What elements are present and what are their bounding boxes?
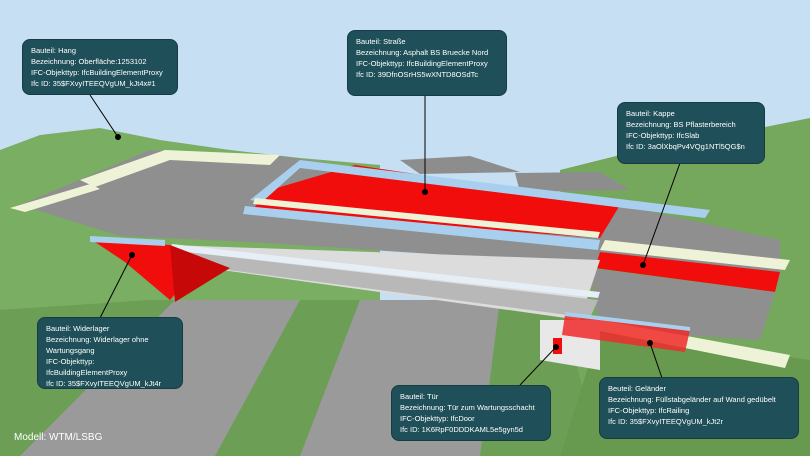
leader-tuer-dot <box>553 344 559 350</box>
hang-bauteil: Bauteil: Hang <box>31 46 77 55</box>
leader-gelaender <box>649 342 663 379</box>
curb-back-left <box>80 150 280 187</box>
pipe-back <box>250 160 710 218</box>
curb-right <box>600 240 790 270</box>
callout-kappe: Bauteil: Kappe Bezeichnung: BS Pflasterb… <box>617 102 765 164</box>
gelaender-bezeichnung: Bezeichnung: Füllstabgeländer auf Wand g… <box>608 395 776 404</box>
gelaender-typ: IFC-Objekttyp: IfcRailing <box>608 406 690 415</box>
kappe-bauteil: Bauteil: Kappe <box>626 109 675 118</box>
kappe-bezeichnung: Bezeichnung: BS Pflasterbereich <box>626 120 736 129</box>
widerlager-shadow <box>170 245 230 302</box>
widerlager-typ: IFC-Objekttyp: IfcBuildingElementProxy <box>46 357 128 377</box>
gelaender-highlight <box>562 315 690 352</box>
hang-id: Ifc ID: 35$FXvyITEEQVgUM_kJt4x#1 <box>31 79 156 88</box>
leader-kappe-dot <box>640 262 646 268</box>
road-far-right <box>515 172 630 192</box>
tuer-id: Ifc ID: 1K6RpF0DDDKAML5e5gyn5d <box>400 425 523 434</box>
deck-highlight <box>250 165 620 238</box>
widerlager-bezeichnung: Bezeichnung: Widerlager ohne Wartungsgan… <box>46 335 149 355</box>
railing-front <box>170 244 600 298</box>
strasse-typ: IFC-Objekttyp: IfcBuildingElementProxy <box>356 59 488 68</box>
railing-left <box>90 236 165 246</box>
curb-mid <box>253 198 600 238</box>
kappe-id: Ifc ID: 3aOlXbqPv4VQg1NTl5QG$n <box>626 142 745 151</box>
gelaender-top <box>565 312 690 331</box>
leader-strasse-dot <box>422 189 428 195</box>
tuer-typ: IFC-Objekttyp: IfcDoor <box>400 414 475 423</box>
tuer-bezeichnung: Bezeichnung: Tür zum Wartungsschacht <box>400 403 535 412</box>
callout-widerlager: Bauteil: Widerlager Bezeichnung: Widerla… <box>37 317 183 389</box>
model-credit: Modell: WTM/LSBG <box>14 432 103 443</box>
callout-strasse: Bauteil: Straße Bezeichnung: Asphalt BS … <box>347 30 507 96</box>
hang-bezeichnung: Bezeichnung: Oberfläche:1253102 <box>31 57 147 66</box>
callout-gelaender: Beuteil: Geländer Bezeichnung: Füllstabg… <box>599 377 799 439</box>
callout-hang: Bauteil: Hang Bezeichnung: Oberfläche:12… <box>22 39 178 95</box>
strasse-bezeichnung: Bezeichnung: Asphalt BS Bruecke Nord <box>356 48 489 57</box>
pipe-front <box>243 206 600 250</box>
leader-gelaender-dot <box>647 340 653 346</box>
tuer-bauteil: Bauteil: Tür <box>400 392 439 401</box>
strasse-bauteil: Bauteil: Straße <box>356 37 406 46</box>
strasse-id: Ifc ID: 39DfnOSrHS5wXNTD8OSdTc <box>356 70 479 79</box>
leader-widerlager-dot <box>129 252 135 258</box>
leader-tuer <box>519 346 557 386</box>
leader-widerlager <box>99 254 133 319</box>
leader-kappe <box>642 162 681 266</box>
gelaender-bauteil: Beuteil: Geländer <box>608 384 666 393</box>
leader-hang-dot <box>115 134 121 140</box>
road-far <box>400 156 520 174</box>
widerlager-id: Ifc ID: 35$FXvyITEEQVgUM_kJt4r <box>46 379 162 388</box>
hang-typ: IFC-Objekttyp: IfcBuildingElementProxy <box>31 68 163 77</box>
kappe-typ: IFC-Objekttyp: IfcSlab <box>626 131 700 140</box>
curb-back-left-2 <box>10 184 100 212</box>
callout-tuer: Bauteil: Tür Bezeichnung: Tür zum Wartun… <box>391 385 551 441</box>
kappe-highlight <box>595 252 780 292</box>
widerlager-bauteil: Bauteil: Widerlager <box>46 324 110 333</box>
gelaender-id: Ifc ID: 35$FXvyITEEQVgUM_kJt2r <box>608 417 724 426</box>
leader-hang <box>89 94 119 138</box>
bridge-front-face <box>168 250 598 318</box>
